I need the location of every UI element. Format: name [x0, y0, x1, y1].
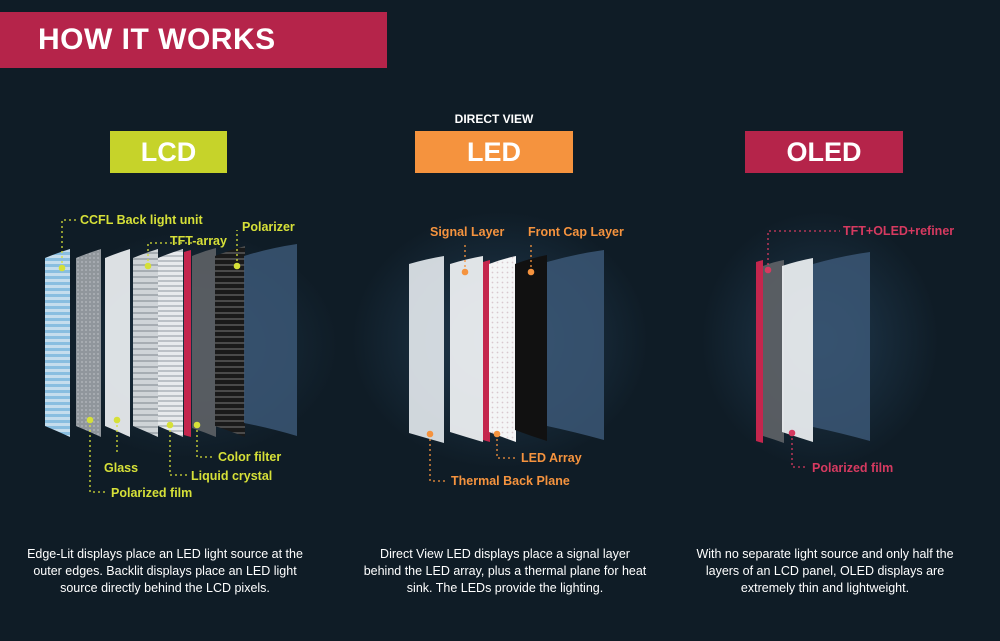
led-layers — [409, 250, 604, 443]
oled-callout-dots — [764, 266, 796, 437]
led-subtitle: DIRECT VIEW — [454, 112, 534, 126]
led-callout-front-cap: Front Cap Layer — [528, 225, 624, 239]
lcd-callout-lines — [61, 219, 238, 493]
oled-description: With no separate light source and only h… — [696, 547, 954, 595]
lcd-layers — [45, 244, 297, 437]
lcd-layer-liquid-crystal — [158, 249, 183, 437]
oled-callout-tft-oled: TFT+OLED+refiner — [843, 224, 955, 238]
led-layer-red — [483, 260, 490, 442]
oled-layers — [756, 252, 870, 443]
lcd-layer-black — [215, 246, 245, 437]
led-callout-signal-layer: Signal Layer — [430, 225, 505, 239]
lcd-label: LCD — [110, 131, 227, 173]
led-description: Direct View LED displays place a signal … — [363, 547, 647, 595]
led-layer-array — [489, 256, 516, 442]
led-callout-led-array: LED Array — [521, 451, 582, 465]
led-layer-back — [547, 250, 604, 440]
oled-layer-red — [756, 260, 763, 443]
led-layer-front-cap — [515, 255, 547, 441]
oled-layer-white — [782, 258, 813, 442]
title-banner — [0, 12, 387, 68]
lcd-layer-grey — [192, 248, 216, 437]
oled-callout-lines — [767, 230, 840, 468]
led-callout-dots — [426, 268, 535, 438]
lcd-layer-polarizer — [244, 244, 297, 436]
lcd-callout-glass: Glass — [104, 461, 139, 475]
led-layer-thermal — [409, 256, 444, 443]
led-callout-lines — [429, 244, 532, 482]
lcd-layer-color-filter-red — [184, 250, 191, 437]
oled-layer-grey — [763, 260, 784, 443]
oled-label: OLED — [745, 131, 903, 173]
oled-callout-polarized-film: Polarized film — [812, 461, 894, 475]
page-title: HOW IT WORKS — [38, 23, 276, 56]
lcd-description: Edge-Lit displays place an LED light sou… — [27, 547, 303, 595]
lcd-callout-polarizer: Polarizer — [242, 220, 295, 234]
led-label: LED — [415, 131, 573, 173]
lcd-callout-color-filter: Color filter — [218, 450, 282, 464]
led-callout-thermal: Thermal Back Plane — [451, 474, 570, 488]
oled-layer-back — [813, 252, 870, 441]
lcd-layer-ccfl — [45, 249, 70, 437]
lcd-callout-dots — [58, 262, 241, 429]
lcd-layer-glass — [105, 249, 130, 437]
lcd-callout-tft: TFT-array — [170, 234, 227, 248]
lcd-callout-ccfl: CCFL Back light unit — [80, 213, 203, 227]
lcd-layer-polarized-film — [76, 249, 101, 437]
led-layer-signal — [450, 256, 483, 442]
lcd-layer-tft — [133, 249, 158, 437]
lcd-callout-liquid-crystal: Liquid crystal — [191, 469, 273, 483]
lcd-callout-polarized-film: Polarized film — [111, 486, 193, 500]
